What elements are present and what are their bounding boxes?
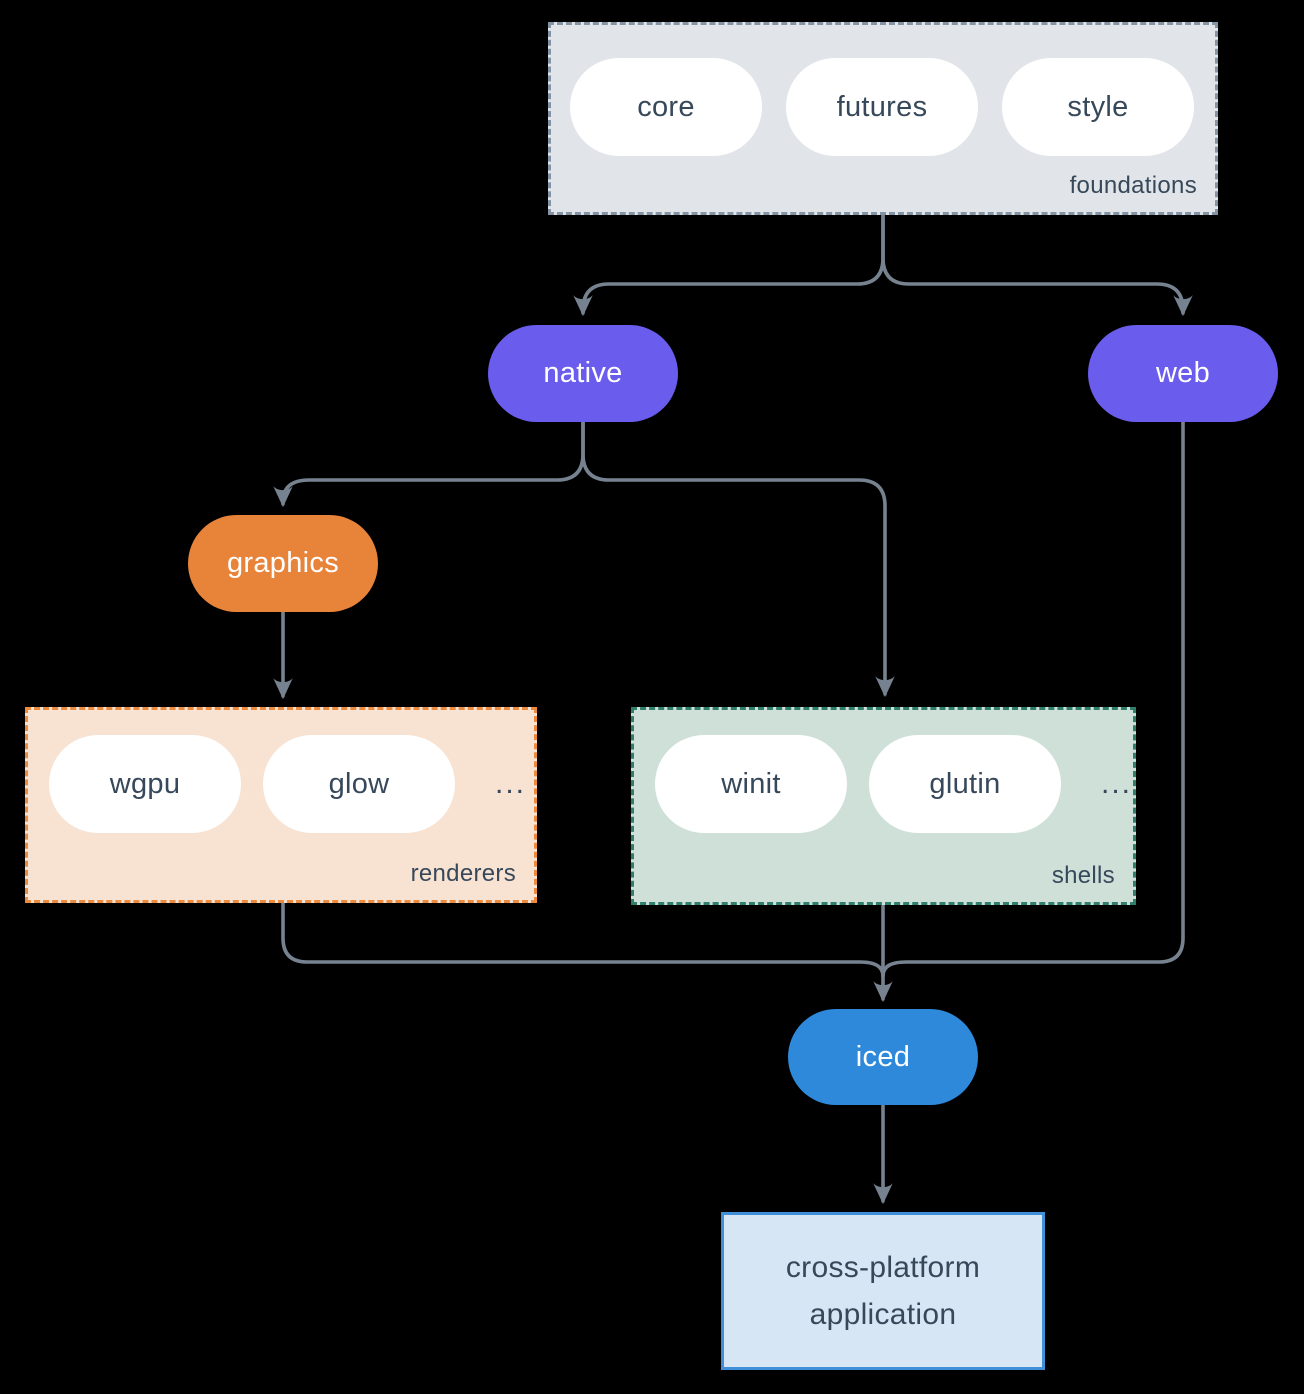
foundations-label: foundations [1069,172,1197,199]
pill-style: style [1002,58,1194,156]
pill-glow: glow [263,735,455,833]
pill-futures: futures [786,58,978,156]
shells-pill-row: winit glutin ... [634,710,1133,833]
edge-foundations-native [573,213,885,317]
pill-core: core [570,58,762,156]
shells-group: winit glutin ... shells [631,707,1136,905]
pill-glutin: glutin [869,735,1061,833]
pill-wgpu: wgpu [49,735,241,833]
foundations-pill-row: core futures style [551,25,1215,156]
foundations-group: core futures style foundations [548,22,1218,215]
shells-label: shells [1051,862,1115,889]
pill-winit: winit [655,735,847,833]
node-iced: iced [788,1009,978,1105]
shells-ellipsis: ... [1101,767,1133,800]
application-box: cross-platform application [721,1212,1045,1370]
renderers-pill-row: wgpu glow ... [28,710,534,833]
renderers-label: renderers [410,860,516,887]
node-native: native [488,325,678,422]
edge-foundations-web [881,213,1193,317]
edge-renderers-merge [281,901,885,978]
renderers-group: wgpu glow ... renderers [25,707,537,903]
application-label-line2: application [809,1298,957,1331]
node-web: web [1088,325,1278,422]
edge-native-graphics [273,420,585,508]
edge-native-shells [581,420,895,698]
node-graphics: graphics [188,515,378,612]
renderers-ellipsis: ... [495,767,527,800]
application-label-line1: cross-platform [785,1251,981,1284]
